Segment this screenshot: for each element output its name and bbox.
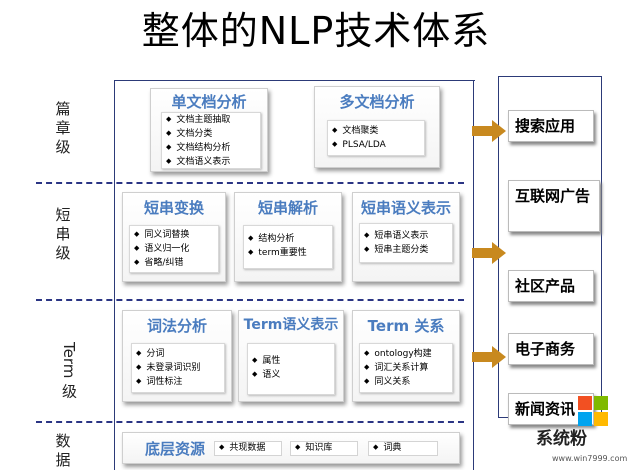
box-title: 单文档分析 xyxy=(171,93,247,111)
level-label-data: 数 据 xyxy=(55,432,71,469)
list-item: PLSA/LDA xyxy=(328,138,424,152)
right-arrow-icon xyxy=(472,120,506,142)
level-divider xyxy=(36,299,464,301)
list-item: 语义归一化 xyxy=(130,242,218,256)
list-item: 语义 xyxy=(248,368,334,382)
architecture-frame-top xyxy=(114,80,475,81)
level-label-document: 篇 章 级 xyxy=(55,100,71,156)
box-short-string-semantic: 短串语义表示 短串语义表示 短串主题分类 xyxy=(352,192,460,282)
list-item: 省略/纠错 xyxy=(130,256,218,270)
list-item: 文档结构分析 xyxy=(162,141,260,155)
list-item: 属性 xyxy=(248,354,334,368)
box-title: 短串解析 xyxy=(257,199,318,217)
list-item: 同义词替换 xyxy=(130,228,218,242)
list-item: term重要性 xyxy=(244,246,332,260)
item-list: 文档聚类 PLSA/LDA xyxy=(327,120,425,156)
app-search: 搜索应用 xyxy=(508,110,594,142)
app-community: 社区产品 xyxy=(508,270,594,302)
item-list: 分词 未登录词识别 词性标注 xyxy=(131,343,225,393)
box-short-string-transform: 短串变换 同义词替换 语义归一化 省略/纠错 xyxy=(122,192,226,282)
box-short-string-parse: 短串解析 结构分析 term重要性 xyxy=(234,192,342,282)
box-multi-doc-analysis: 多文档分析 文档聚类 PLSA/LDA xyxy=(314,86,440,168)
diagram-title: 整体的NLP技术体系 xyxy=(141,9,491,53)
item-list: 文档主题抽取 文档分类 文档结构分析 文档语义表示 xyxy=(161,112,261,169)
architecture-frame xyxy=(114,80,474,470)
level-divider xyxy=(36,421,464,423)
app-internet-ads: 互联网广告 xyxy=(508,180,600,232)
windows-logo-icon xyxy=(578,396,608,426)
watermark-text: 系统粉 xyxy=(536,429,587,449)
list-item: ontology构建 xyxy=(360,347,452,361)
box-title: 短串语义表示 xyxy=(360,199,451,217)
list-item: 同义关系 xyxy=(360,375,452,389)
item-list: 同义词替换 语义归一化 省略/纠错 xyxy=(129,225,219,273)
base-item: 知识库 xyxy=(290,441,358,456)
box-title: Term 关系 xyxy=(367,317,445,335)
list-item: 短串主题分类 xyxy=(360,243,452,257)
list-item: 未登录词识别 xyxy=(132,361,224,375)
level-label-short-string: 短 串 级 xyxy=(55,206,71,262)
app-ecommerce: 电子商务 xyxy=(508,333,594,365)
box-term-semantic: Term语义表示 属性 语义 xyxy=(238,310,344,402)
list-item: 词汇关系计算 xyxy=(360,361,452,375)
box-lexical-analysis: 词法分析 分词 未登录词识别 词性标注 xyxy=(122,310,232,402)
box-title: Term语义表示 xyxy=(243,317,339,333)
list-item: 文档聚类 xyxy=(328,124,424,138)
list-item: 文档语义表示 xyxy=(162,155,260,169)
box-title: 多文档分析 xyxy=(339,93,415,111)
level-label-term: Term 级 xyxy=(60,341,78,399)
box-title: 短串变换 xyxy=(143,199,204,217)
item-list: 属性 语义 xyxy=(247,343,335,395)
list-item: 短串语义表示 xyxy=(360,229,452,243)
right-arrow-icon xyxy=(472,242,506,264)
list-item: 分词 xyxy=(132,347,224,361)
base-item: 共现数据 xyxy=(214,441,282,456)
box-single-doc-analysis: 单文档分析 文档主题抽取 文档分类 文档结构分析 文档语义表示 xyxy=(150,88,268,172)
list-item: 文档主题抽取 xyxy=(162,113,260,127)
item-list: ontology构建 词汇关系计算 同义关系 xyxy=(359,343,453,393)
list-item: 文档分类 xyxy=(162,127,260,141)
list-item: 结构分析 xyxy=(244,232,332,246)
right-arrow-icon xyxy=(472,346,506,368)
item-list: 短串语义表示 短串主题分类 xyxy=(359,223,453,263)
list-item: 词性标注 xyxy=(132,375,224,389)
box-term-relation: Term 关系 ontology构建 词汇关系计算 同义关系 xyxy=(352,310,460,402)
item-list: 结构分析 term重要性 xyxy=(243,225,333,269)
box-title: 底层资源 xyxy=(144,440,205,458)
base-item: 词典 xyxy=(368,441,438,456)
box-title: 词法分析 xyxy=(146,317,207,335)
level-divider xyxy=(36,182,464,184)
watermark-url: www.win7999.com xyxy=(552,454,628,463)
